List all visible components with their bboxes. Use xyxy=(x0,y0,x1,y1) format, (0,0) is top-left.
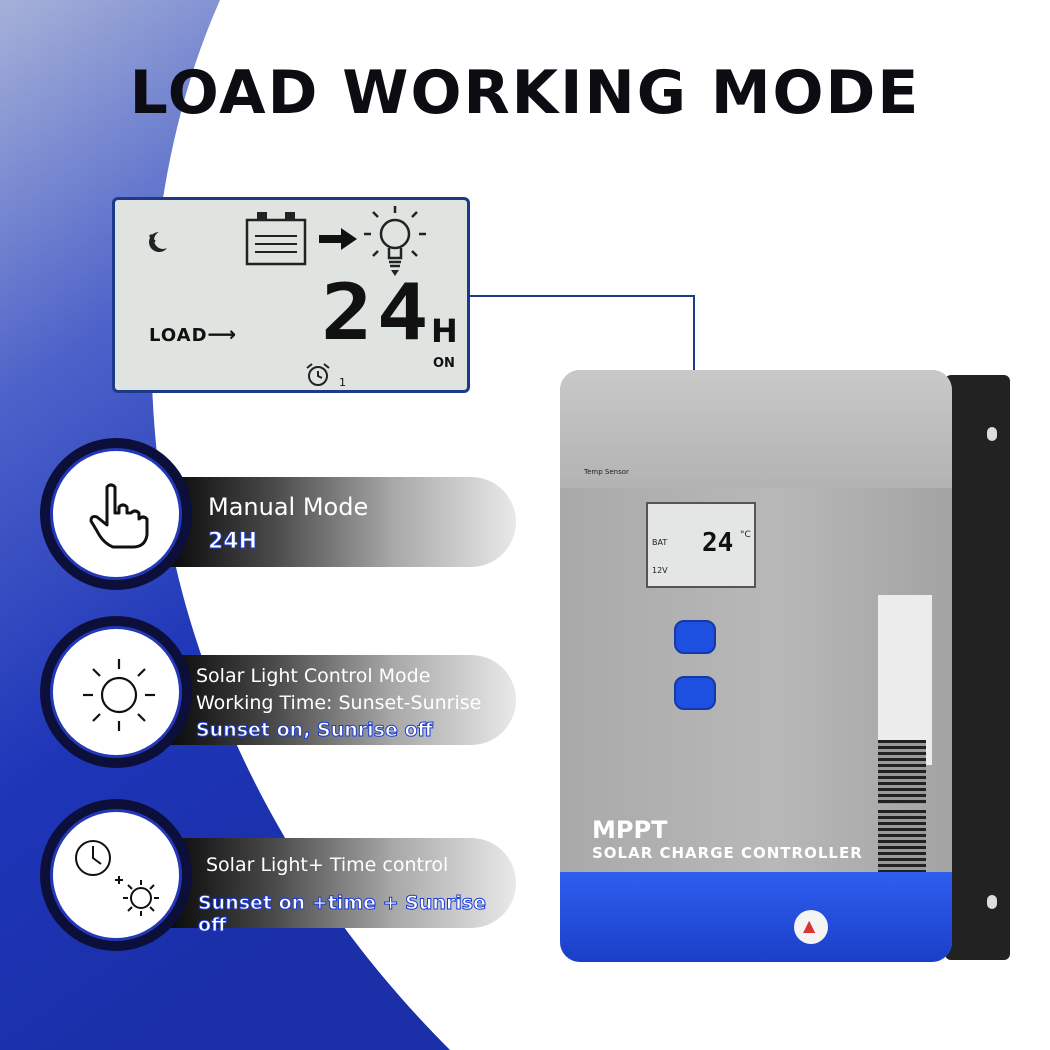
mode-title: Solar Light Control Mode xyxy=(196,665,431,687)
vent-lower xyxy=(878,810,926,880)
lcd-unit: H xyxy=(431,312,458,350)
vent-upper xyxy=(878,740,926,804)
mode-bar-solar: Solar Light Control Mode Working Time: S… xyxy=(170,655,516,745)
device-top-cover xyxy=(560,370,952,488)
device-button-up[interactable] xyxy=(674,620,716,654)
mode-detail: 24H xyxy=(207,529,258,555)
mounting-bracket xyxy=(945,375,1010,960)
mode-icon-circle-time xyxy=(40,799,192,951)
mode-bar-time: Solar Light+ Time control Sunset on +tim… xyxy=(170,838,516,937)
device-blue-base: ▲ xyxy=(560,872,952,962)
arrow-icon xyxy=(319,228,357,250)
mode-detail: Sunset on, Sunrise off xyxy=(196,719,434,742)
device-brand: MPPT xyxy=(592,816,668,844)
mode-detail: Sunset on +time + Sunrise off xyxy=(198,892,487,937)
device-lcd-unit: °C xyxy=(740,530,751,540)
mode-icon-circle-solar xyxy=(40,616,192,768)
solar-charge-controller: Temp Sensor BAT 24 °C 12V MPPT SOLAR CHA… xyxy=(560,370,1010,962)
mode-title: Solar Light+ Time control xyxy=(206,854,449,876)
sun-icon xyxy=(83,659,155,731)
load-arrow-icon: ⟶ xyxy=(207,322,238,346)
temp-sensor-label: Temp Sensor xyxy=(584,468,629,476)
mode-icon-circle-manual xyxy=(40,438,192,590)
moon-icon xyxy=(149,232,167,252)
clock-plus-sun-icon xyxy=(75,840,159,916)
mode-working-time: Working Time: Sunset-Sunrise xyxy=(196,692,482,714)
alarm-clock-icon xyxy=(306,363,330,386)
device-button-down[interactable] xyxy=(674,676,716,710)
battery-icon xyxy=(245,212,307,266)
device-lcd-voltage: 12V xyxy=(652,566,668,575)
lcd-callout: LOAD⟶ 24 H ON 1 xyxy=(112,197,470,393)
lcd-state: ON xyxy=(433,356,455,371)
mode-title: Manual Mode xyxy=(208,493,369,521)
device-lcd-value: 24 xyxy=(702,528,734,558)
lcd-timer-index: 1 xyxy=(339,376,346,389)
page-title: LOAD WORKING MODE xyxy=(129,58,921,128)
device-subtitle: SOLAR CHARGE CONTROLLER xyxy=(592,844,863,862)
bulb-icon xyxy=(364,206,426,276)
lcd-hours: 24 xyxy=(321,268,433,358)
mode-bar-manual: Manual Mode 24H xyxy=(170,477,516,567)
device-spec-label xyxy=(878,595,932,765)
device-lcd: BAT 24 °C 12V xyxy=(646,502,756,588)
hand-pointer-icon xyxy=(89,483,149,549)
warning-icon: ▲ xyxy=(794,910,828,944)
lcd-load-label: LOAD⟶ xyxy=(149,322,238,346)
device-lcd-bat: BAT xyxy=(652,538,668,547)
